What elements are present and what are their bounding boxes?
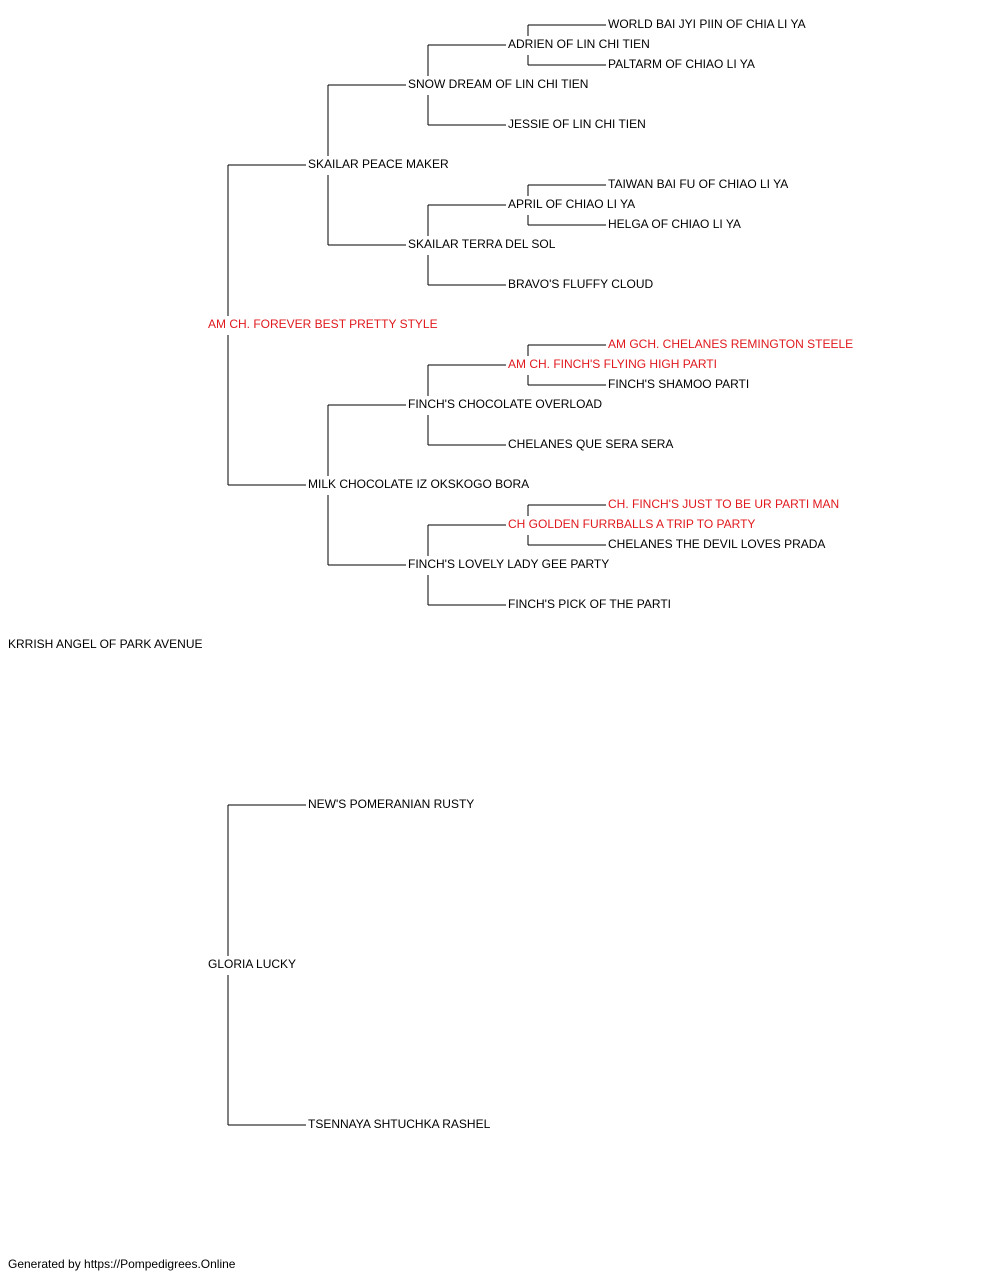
pedigree-name-pedigree-sire-dam-sire-sire: AM CH. FINCH'S FLYING HIGH PARTI xyxy=(508,357,717,371)
pedigree-name-pedigree-dam: GLORIA LUCKY xyxy=(208,957,297,971)
pedigree-name-pedigree-dam-sire: NEW'S POMERANIAN RUSTY xyxy=(308,797,475,811)
pedigree-name-pedigree-sire-dam-sire-dam: CHELANES QUE SERA SERA xyxy=(508,437,674,451)
pedigree-name-pedigree-sire-dam-sire-sire-dam: FINCH'S SHAMOO PARTI xyxy=(608,377,750,391)
pedigree-name-pedigree-sire-dam-dam: FINCH'S LOVELY LADY GEE PARTY xyxy=(408,557,610,571)
pedigree-name-pedigree-sire-sire-sire-dam: JESSIE OF LIN CHI TIEN xyxy=(508,117,646,131)
pedigree-name-pedigree-sire-sire-sire-sire-sire: WORLD BAI JYI PIIN OF CHIA LI YA xyxy=(608,17,806,31)
pedigree-name-pedigree-sire-dam-sire-sire-sire: AM GCH. CHELANES REMINGTON STEELE xyxy=(608,337,854,351)
pedigree-name-pedigree-sire-dam-dam-sire-dam: CHELANES THE DEVIL LOVES PRADA xyxy=(608,537,826,551)
pedigree-name-pedigree-sire-dam-dam-sire-sire: CH. FINCH'S JUST TO BE UR PARTI MAN xyxy=(608,497,840,511)
pedigree-name-pedigree-sire-sire-sire-sire-dam: PALTARM OF CHIAO LI YA xyxy=(608,57,755,71)
pedigree-name-pedigree-sire-sire-dam-sire-dam: HELGA OF CHIAO LI YA xyxy=(608,217,741,231)
pedigree-name-pedigree-sire-dam-dam-sire: CH GOLDEN FURRBALLS A TRIP TO PARTY xyxy=(508,517,756,531)
pedigree-name-pedigree-sire-dam-dam-dam: FINCH'S PICK OF THE PARTI xyxy=(508,597,671,611)
pedigree-name-pedigree-sire-sire-dam-sire-sire: TAIWAN BAI FU OF CHIAO LI YA xyxy=(608,177,789,191)
pedigree-name-pedigree-sire-sire: SKAILAR PEACE MAKER xyxy=(308,157,449,171)
pedigree-name-pedigree-subject: KRRISH ANGEL OF PARK AVENUE xyxy=(8,637,203,651)
pedigree-name-pedigree-sire-dam: MILK CHOCOLATE IZ OKSKOGO BORA xyxy=(308,477,530,491)
pedigree-name-pedigree-sire-sire-dam: SKAILAR TERRA DEL SOL xyxy=(408,237,556,251)
pedigree-name-pedigree-dam-dam: TSENNAYA SHTUCHKA RASHEL xyxy=(308,1117,491,1131)
pedigree-name-pedigree-sire-sire-dam-sire: APRIL OF CHIAO LI YA xyxy=(508,197,636,211)
pedigree-name-pedigree-sire: AM CH. FOREVER BEST PRETTY STYLE xyxy=(208,317,438,331)
pedigree-name-pedigree-sire-sire-sire: SNOW DREAM OF LIN CHI TIEN xyxy=(408,77,589,91)
pedigree-name-pedigree-sire-sire-sire-sire: ADRIEN OF LIN CHI TIEN xyxy=(508,37,650,51)
footer-credit: Generated by https://Pompedigrees.Online xyxy=(8,1257,236,1271)
pedigree-name-pedigree-sire-dam-sire: FINCH'S CHOCOLATE OVERLOAD xyxy=(408,397,603,411)
pedigree-name-pedigree-sire-sire-dam-dam: BRAVO'S FLUFFY CLOUD xyxy=(508,277,654,291)
